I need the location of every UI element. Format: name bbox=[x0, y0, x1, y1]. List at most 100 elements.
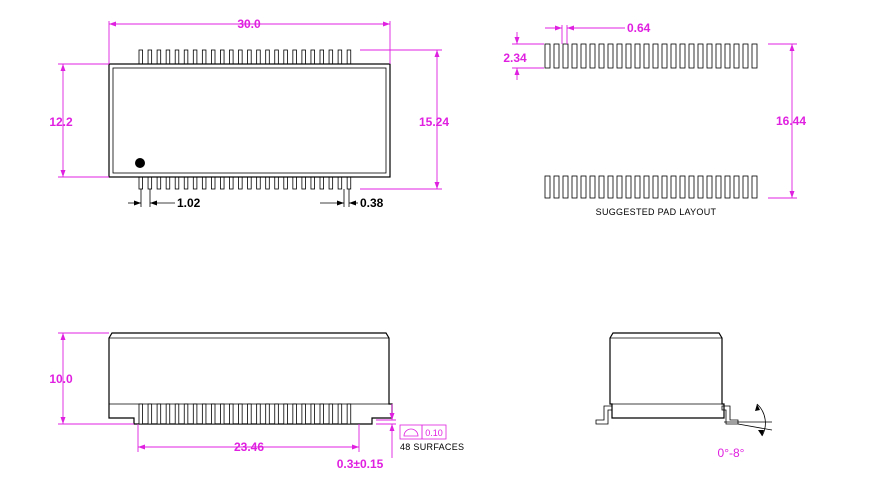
pad-upper bbox=[598, 43, 605, 69]
top-pin-upper bbox=[165, 49, 171, 65]
dim-standoff: 0.3±0.15 bbox=[337, 457, 384, 471]
coplanarity-frame bbox=[399, 424, 447, 440]
side-pin bbox=[156, 403, 162, 425]
pad-lower bbox=[562, 175, 569, 199]
pad-upper bbox=[589, 43, 596, 69]
coplanarity-value: 0.10 bbox=[425, 428, 443, 438]
dim-lead-angle: 0°-8° bbox=[718, 446, 745, 460]
pad-upper bbox=[643, 43, 650, 69]
top-pin-lower bbox=[319, 176, 324, 190]
dim-width: 30.0 bbox=[237, 17, 261, 31]
top-pin-lower bbox=[337, 176, 343, 190]
side-pin bbox=[229, 403, 234, 425]
top-pin-lower bbox=[274, 176, 279, 190]
side-pin bbox=[283, 403, 288, 425]
side-pin bbox=[192, 403, 198, 425]
pad-lower bbox=[733, 175, 740, 199]
top-pin-lower bbox=[256, 176, 261, 190]
dim-pad-length: 2.34 bbox=[503, 51, 527, 65]
side-view: 10.0 23.46 0.3±0.15 0.10 48 SURFACES bbox=[49, 332, 464, 471]
coplanarity-note: 48 SURFACES bbox=[400, 442, 464, 452]
side-pin bbox=[147, 403, 153, 425]
pad-lower bbox=[607, 175, 614, 199]
pad-lower bbox=[751, 175, 758, 199]
top-pin-upper bbox=[174, 49, 180, 65]
side-pin bbox=[247, 403, 252, 425]
dim-lead-span: 15.24 bbox=[419, 115, 449, 129]
pad-layout-caption: SUGGESTED PAD LAYOUT bbox=[596, 207, 717, 217]
top-pin-upper bbox=[256, 49, 261, 65]
top-pin-lower bbox=[247, 176, 252, 190]
side-pin bbox=[138, 403, 143, 425]
side-pin bbox=[183, 403, 189, 425]
pad-layout-view: 0.64 2.34 16.44 SUGGESTED PAD LAYOUT bbox=[503, 21, 806, 217]
pad-lower bbox=[661, 175, 668, 199]
pad-lower bbox=[652, 175, 659, 199]
end-view: 0°-8° bbox=[595, 332, 773, 460]
side-pin bbox=[346, 403, 352, 425]
top-pin-lower bbox=[238, 176, 243, 190]
side-pin bbox=[301, 403, 306, 425]
top-pin-lower bbox=[328, 176, 334, 190]
top-pin-upper bbox=[337, 49, 343, 65]
top-pin-lower bbox=[174, 176, 180, 190]
pad-upper bbox=[607, 43, 614, 69]
top-pin-upper bbox=[292, 49, 297, 65]
top-pin-upper bbox=[192, 49, 198, 65]
pad-upper bbox=[625, 43, 632, 69]
top-pin-upper bbox=[265, 49, 270, 65]
pad-upper bbox=[562, 43, 569, 69]
side-pin bbox=[274, 403, 279, 425]
pad-upper bbox=[580, 43, 587, 69]
side-pin bbox=[238, 403, 243, 425]
angle-arc bbox=[756, 403, 766, 437]
pad-upper bbox=[616, 43, 623, 69]
top-pin-upper bbox=[247, 49, 252, 65]
profile-surface-icon bbox=[403, 428, 419, 437]
top-pin-lower bbox=[310, 176, 315, 190]
top-pin-lower bbox=[138, 176, 143, 190]
top-pin-upper bbox=[147, 49, 153, 65]
side-pin bbox=[319, 403, 324, 425]
pad-lower bbox=[679, 175, 686, 199]
dim-pad-row-span: 16.44 bbox=[776, 114, 806, 128]
top-pin-upper bbox=[328, 49, 334, 65]
top-pin-lower bbox=[192, 176, 198, 190]
pad-lower bbox=[580, 175, 587, 199]
pad-upper bbox=[553, 43, 560, 69]
pad-row-lower bbox=[544, 175, 758, 199]
top-pin-lower bbox=[346, 176, 352, 190]
package-body-outer bbox=[108, 63, 391, 178]
top-pin-lower bbox=[201, 176, 207, 190]
pad-lower bbox=[670, 175, 677, 199]
side-pin bbox=[310, 403, 315, 425]
top-pin-upper bbox=[319, 49, 324, 65]
top-view-lower-pins bbox=[138, 176, 352, 190]
pad-lower bbox=[715, 175, 722, 199]
top-pin-upper bbox=[220, 49, 225, 65]
pad-upper bbox=[661, 43, 668, 69]
pad-lower bbox=[643, 175, 650, 199]
pad-lower bbox=[634, 175, 641, 199]
top-pin-lower bbox=[165, 176, 171, 190]
top-pin-lower bbox=[156, 176, 162, 190]
pad-lower bbox=[742, 175, 749, 199]
pad-upper bbox=[571, 43, 578, 69]
pad-upper bbox=[679, 43, 686, 69]
pad-upper bbox=[733, 43, 740, 69]
top-pin-lower bbox=[292, 176, 297, 190]
top-view: 30.0 12.2 15.24 1.02 0.38 bbox=[49, 17, 449, 210]
pad-lower bbox=[688, 175, 695, 199]
top-pin-lower bbox=[210, 176, 216, 190]
pad-lower bbox=[706, 175, 713, 199]
pad-lower bbox=[625, 175, 632, 199]
pad-upper bbox=[652, 43, 659, 69]
side-pin bbox=[337, 403, 343, 425]
top-pin-upper bbox=[183, 49, 189, 65]
top-pin-upper bbox=[138, 49, 143, 65]
top-pin-upper bbox=[210, 49, 216, 65]
pad-lower bbox=[616, 175, 623, 199]
pad-lower bbox=[697, 175, 704, 199]
side-pin bbox=[265, 403, 270, 425]
